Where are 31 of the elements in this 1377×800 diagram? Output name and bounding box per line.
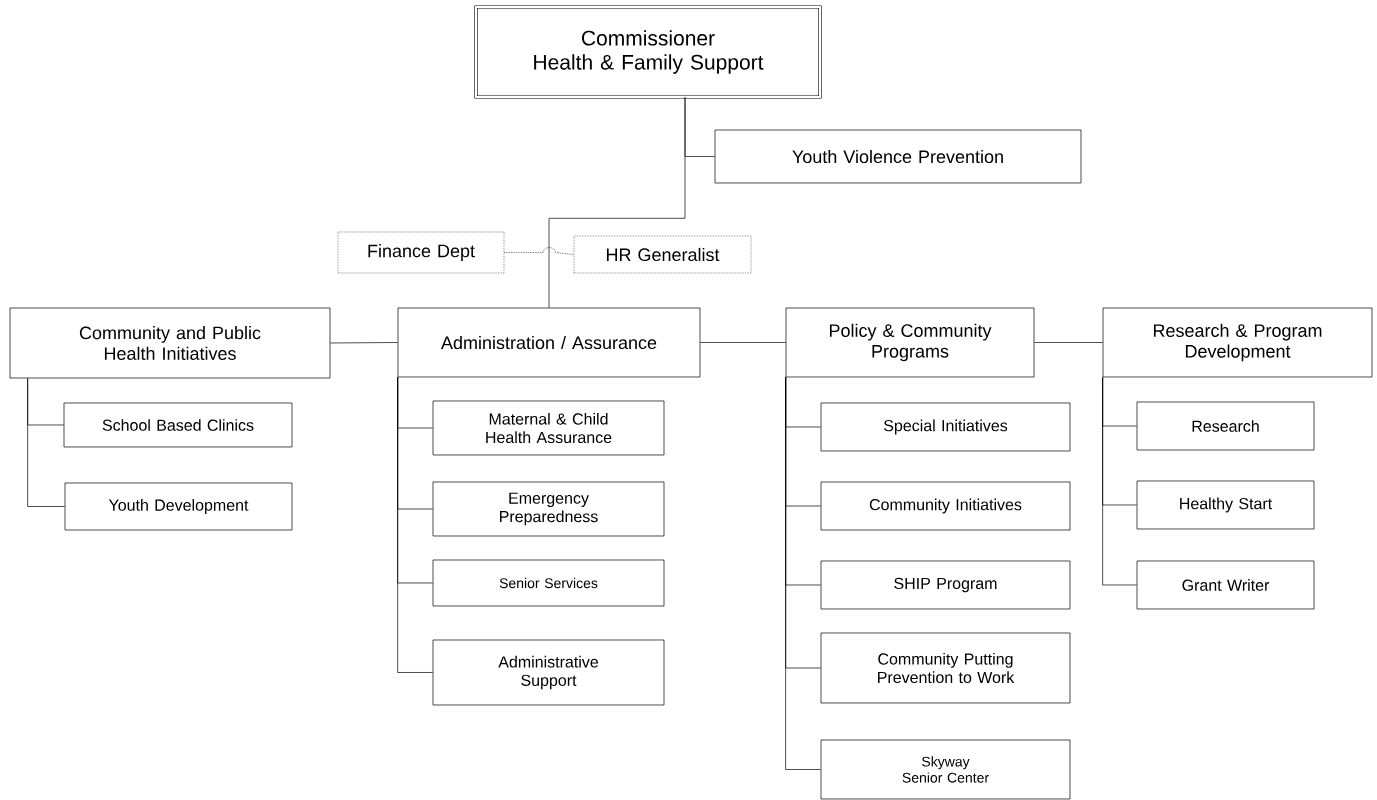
org-box: Community Initiatives	[820, 481, 1071, 531]
connector-line	[397, 377, 433, 673]
org-box: Healthy Start	[1136, 480, 1315, 530]
connector-line	[503, 247, 575, 255]
org-box: Skyway Senior Center	[820, 739, 1071, 800]
org-box: Maternal & Child Health Assurance	[432, 400, 665, 456]
org-box: Special Initiatives	[820, 402, 1071, 452]
org-box: Community Putting Prevention to Work	[820, 632, 1071, 704]
org-box: Research	[1136, 401, 1315, 451]
org-box: Youth Violence Prevention	[714, 129, 1082, 184]
connector-line	[785, 377, 821, 770]
connector-line	[27, 378, 65, 507]
org-box: Grant Writer	[1136, 560, 1315, 610]
connector-line	[1034, 342, 1103, 343]
org-box: Research & Program Development	[1102, 307, 1373, 378]
org-box: Administrative Support	[432, 639, 665, 706]
connector-line	[700, 342, 786, 343]
org-box: Emergency Preparedness	[432, 481, 665, 537]
connector-line	[1102, 377, 1137, 586]
connector-line	[330, 342, 398, 344]
org-box: SHIP Program	[820, 560, 1071, 610]
title-box: Commissioner Health & Family Support	[474, 5, 822, 99]
staff-box: HR Generalist	[573, 235, 752, 274]
org-box: Policy & Community Programs	[785, 307, 1035, 378]
connector-line	[548, 96, 686, 308]
org-box: Youth Development	[64, 482, 293, 531]
org-box: Community and Public Health Initiatives	[9, 307, 331, 379]
org-box: School Based Clinics	[63, 402, 293, 448]
org-box: Administration / Assurance	[397, 307, 701, 378]
staff-box: Finance Dept	[337, 231, 505, 274]
org-box: Senior Services	[432, 559, 665, 607]
